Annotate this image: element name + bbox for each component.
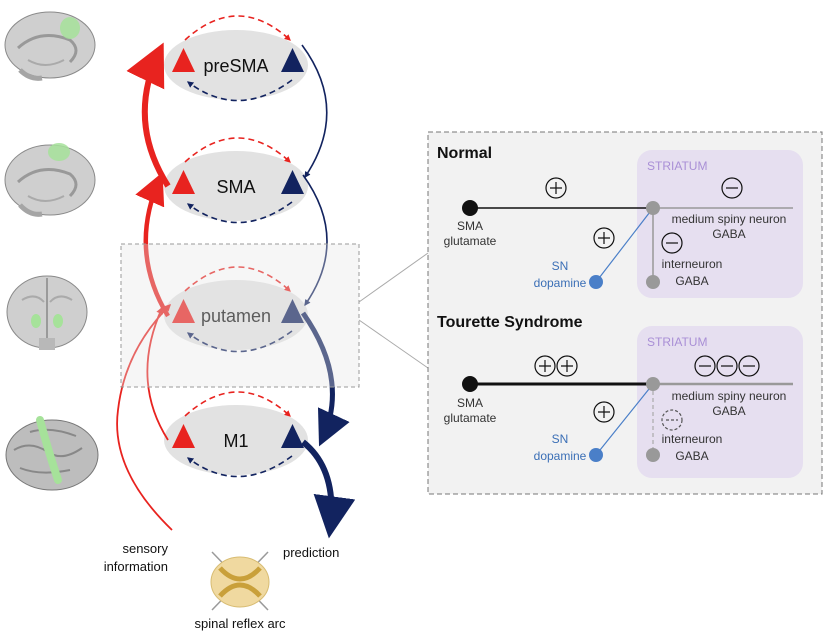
plus-icon xyxy=(593,401,615,423)
sn-label-line2: dopamine xyxy=(534,276,587,290)
dopamine-projection xyxy=(595,207,654,283)
striatum-label-normal: STRIATUM xyxy=(647,159,707,173)
intra-loops xyxy=(184,15,293,478)
sn-label-line1: SN xyxy=(552,259,569,273)
zoom-connector-top xyxy=(358,252,429,303)
sn-neuron xyxy=(589,448,603,462)
node-label-sma: SMA xyxy=(216,177,255,197)
excitatory-neuron-icon xyxy=(172,170,195,194)
node-label-presma: preSMA xyxy=(203,56,268,76)
node-label-m1: M1 xyxy=(223,431,248,451)
msn-label-line1: medium spiny neuron xyxy=(672,389,787,403)
prediction-label: prediction xyxy=(283,545,339,560)
interneuron-label-line2: GABA xyxy=(675,449,708,463)
sma-label-line2: glutamate xyxy=(444,234,497,248)
tourette-title: Tourette Syndrome xyxy=(437,314,583,331)
striatum-box-tourette xyxy=(637,326,803,478)
spinal-cord-icon xyxy=(210,551,270,611)
inhibitory-neuron-icon xyxy=(281,424,304,448)
striatum-label-tourette: STRIATUM xyxy=(647,335,707,349)
excitatory-neuron-icon xyxy=(172,424,195,448)
node-putamen: putamen xyxy=(164,280,308,350)
inhibitory-neuron-icon xyxy=(281,48,304,72)
node-presma: preSMA xyxy=(164,30,308,100)
sma-label-line1: SMA xyxy=(457,396,483,410)
normal-section: Normal STRIATUM SMA glutamate SN do xyxy=(437,145,803,298)
sensory-label-line2: information xyxy=(104,559,168,574)
putamen-highlight-box xyxy=(120,243,360,388)
interneuron xyxy=(646,448,660,462)
spinal-label: spinal reflex arc xyxy=(194,616,286,631)
brain-coronal-putamen-icon xyxy=(6,275,88,350)
plus-icon xyxy=(545,177,567,199)
triple-minus-icon xyxy=(694,355,760,377)
sn-neuron xyxy=(589,275,603,289)
interneuron-label-line2: GABA xyxy=(675,274,708,288)
sensory-label-line1: sensory xyxy=(122,541,168,556)
brain-lateral-m1-icon xyxy=(5,416,99,491)
tourette-section: Tourette Syndrome STRIATUM xyxy=(437,314,803,478)
inhibitory-neuron-icon xyxy=(281,299,304,323)
node-m1: M1 xyxy=(164,405,308,475)
excitatory-neuron-icon xyxy=(172,48,195,72)
node-sma: SMA xyxy=(164,151,308,221)
msn-label-line1: medium spiny neuron xyxy=(672,212,787,226)
msn-neuron xyxy=(646,377,660,391)
brain-sagittal-presma-icon xyxy=(4,11,96,81)
minus-icon xyxy=(721,177,743,199)
minus-icon xyxy=(661,232,683,254)
msn-label-line2: GABA xyxy=(712,227,745,241)
node-label-putamen: putamen xyxy=(201,306,271,326)
dopamine-projection xyxy=(595,383,654,456)
double-plus-icon xyxy=(534,355,578,377)
inhibitory-neuron-icon xyxy=(281,170,304,194)
red-ascending-pathway xyxy=(116,42,173,531)
interneuron xyxy=(646,275,660,289)
sma-neuron xyxy=(462,200,478,216)
sma-label-line1: SMA xyxy=(457,219,483,233)
sma-neuron xyxy=(462,376,478,392)
blue-descending-pathway xyxy=(300,44,356,539)
zoom-connector-bottom xyxy=(358,319,429,369)
interneuron-label-line1: interneuron xyxy=(662,257,723,271)
msn-neuron xyxy=(646,201,660,215)
sma-label-line2: glutamate xyxy=(444,411,497,425)
interneuron-label-line1: interneuron xyxy=(662,432,723,446)
brain-sagittal-sma-icon xyxy=(4,143,96,217)
sn-label-line2: dopamine xyxy=(534,449,587,463)
weak-minus-icon xyxy=(661,409,683,431)
striatum-box-normal xyxy=(637,150,803,298)
normal-title: Normal xyxy=(437,145,492,162)
sn-label-line1: SN xyxy=(552,432,569,446)
plus-icon xyxy=(593,227,615,249)
msn-label-line2: GABA xyxy=(712,404,745,418)
sensory-arrow xyxy=(116,303,173,531)
excitatory-neuron-icon xyxy=(172,299,195,323)
